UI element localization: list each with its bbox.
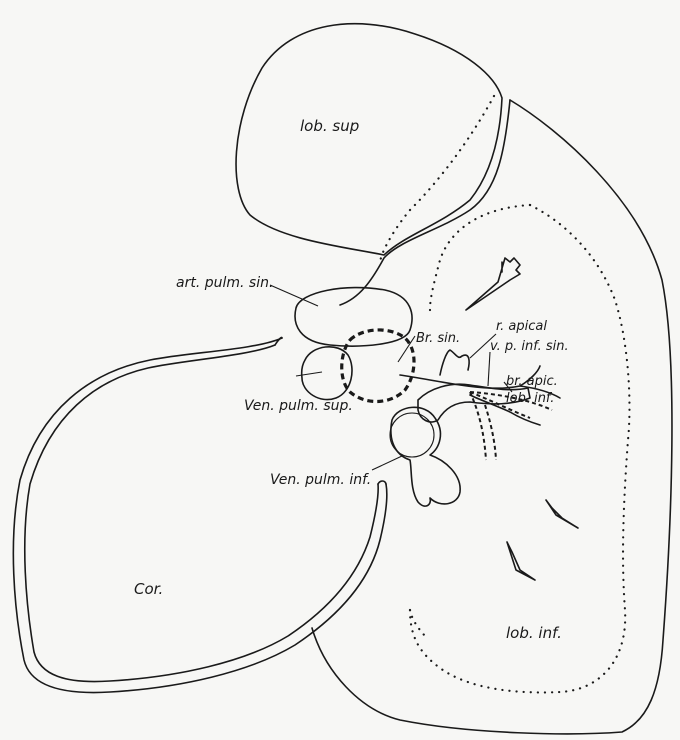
leader-v-p-inf-sin xyxy=(488,352,490,386)
branch-upper xyxy=(440,350,469,375)
heart-outline-inner xyxy=(25,345,378,682)
leader-ven-pulm-inf xyxy=(372,456,402,470)
dotted-inner-boundary xyxy=(430,205,530,310)
label-br-sin: Br. sin. xyxy=(416,331,460,346)
upper-to-lower-junction xyxy=(340,100,510,305)
dotted-lobe-boundary xyxy=(410,205,629,692)
arrow-mark-lower xyxy=(507,542,535,580)
label-art-pulm-sin: art. pulm. sin. xyxy=(176,275,273,291)
leader-ven-pulm-sup xyxy=(296,372,322,376)
label-lob-inf: lob. inf. xyxy=(506,624,562,642)
heart-outline-outer xyxy=(13,338,386,693)
label-r-apical: r. apical xyxy=(496,319,547,334)
upper-lobe-outline xyxy=(236,24,502,255)
arrow-mark-upper xyxy=(466,258,520,310)
label-lob-sup: lob. sup xyxy=(300,117,359,135)
dotted-fissure xyxy=(380,96,494,262)
label-lob-inf-small: lob. inf. xyxy=(506,391,554,406)
label-ven-pulm-inf: Ven. pulm. inf. xyxy=(270,472,371,488)
ven-pulm-inf-circle xyxy=(390,413,434,457)
label-ven-pulm-sup: Ven. pulm. sup. xyxy=(244,398,353,414)
label-cor: Cor. xyxy=(134,580,163,598)
heart-tip-cap xyxy=(378,481,386,484)
arrow-mark-middle xyxy=(546,500,578,528)
label-v-p-inf-sin: v. p. inf. sin. xyxy=(490,339,569,354)
label-br-apic: br. apic. xyxy=(506,374,558,389)
lower-lobe-outline xyxy=(312,100,672,734)
